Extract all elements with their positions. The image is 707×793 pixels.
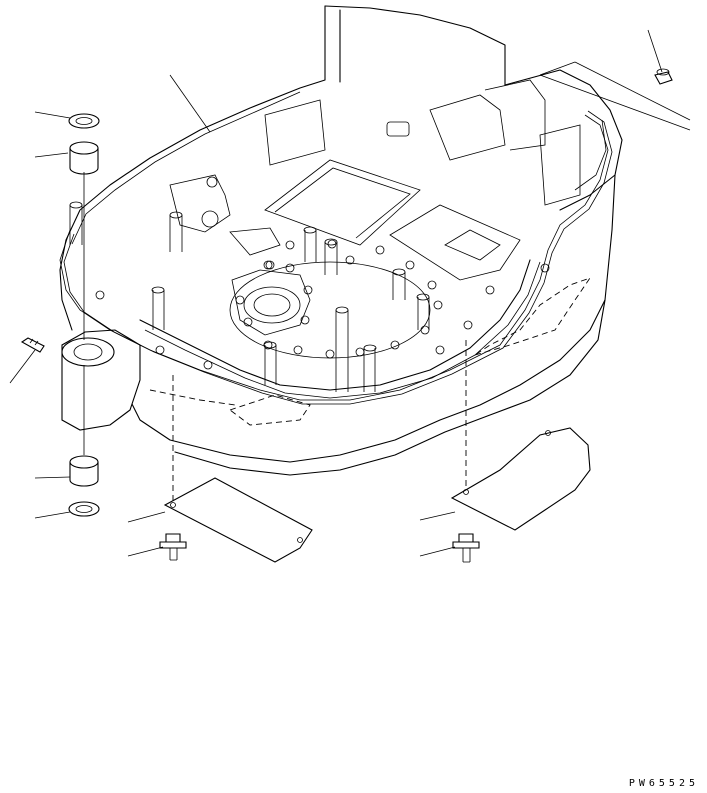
lower-bushing	[69, 455, 99, 487]
cover-bolt-right	[452, 533, 480, 563]
grease-fitting	[20, 337, 45, 353]
cover-bolt-top	[654, 68, 673, 85]
deck-details	[69, 79, 592, 426]
upper-bushing	[69, 141, 99, 175]
under-cover-right	[450, 340, 591, 531]
under-cover-left	[163, 375, 313, 563]
upper-washer	[68, 113, 100, 129]
lower-washer	[68, 501, 100, 517]
revolving-frame	[59, 5, 623, 476]
leader-lines	[9, 29, 691, 557]
cover-bolt-left	[159, 533, 187, 561]
reference-code: PW65525	[628, 778, 699, 789]
